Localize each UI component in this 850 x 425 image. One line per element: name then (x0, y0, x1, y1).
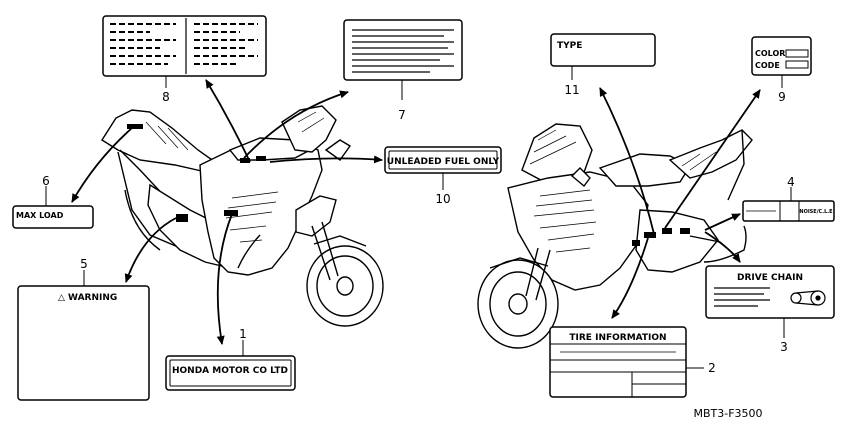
label-type-box (550, 33, 656, 67)
callout-4: 4 (787, 175, 795, 189)
label-type-text: TYPE (557, 41, 582, 51)
chain-sprocket-icon (790, 290, 826, 306)
label-honda-text: HONDA MOTOR CO LTD (172, 366, 288, 376)
diagram-code: MBT3-F3500 (693, 407, 762, 420)
callout-5: 5 (80, 257, 88, 271)
label-honda-box (165, 355, 296, 391)
label-drive-chain-text: DRIVE CHAIN (737, 273, 803, 283)
label-unleaded-text: UNLEADED FUEL ONLY (387, 157, 500, 167)
label-max-load-box (12, 205, 94, 229)
label-color-text: COLOR (755, 49, 785, 58)
callout-11: 11 (564, 83, 579, 97)
label-7-graphic (343, 19, 463, 81)
motorcycle-left-illustration (101, 105, 384, 327)
callout-9: 9 (778, 90, 786, 104)
callout-10: 10 (435, 192, 450, 206)
callout-7: 7 (398, 108, 406, 122)
label-drive-chain-box (705, 265, 835, 319)
callout-8: 8 (162, 90, 170, 104)
leader-lines (71, 79, 761, 345)
callout-6: 6 (42, 174, 50, 188)
label-8-graphic (102, 15, 267, 77)
motorcycle-right-illustration (477, 123, 753, 349)
label-4-small-text: NOISE/C.L.E (799, 209, 833, 215)
label-max-load-text: MAX LOAD (16, 211, 64, 220)
callout-3: 3 (780, 340, 788, 354)
label-code-text: CODE (755, 61, 780, 70)
label-4-graphic (742, 200, 835, 222)
label-tire-graphic (549, 326, 687, 398)
label-warning-box (17, 285, 150, 401)
callout-1: 1 (239, 327, 247, 341)
callout-2: 2 (708, 361, 716, 375)
label-tire-text: TIRE INFORMATION (569, 333, 666, 343)
label-warning-text: △ WARNING (58, 293, 117, 303)
